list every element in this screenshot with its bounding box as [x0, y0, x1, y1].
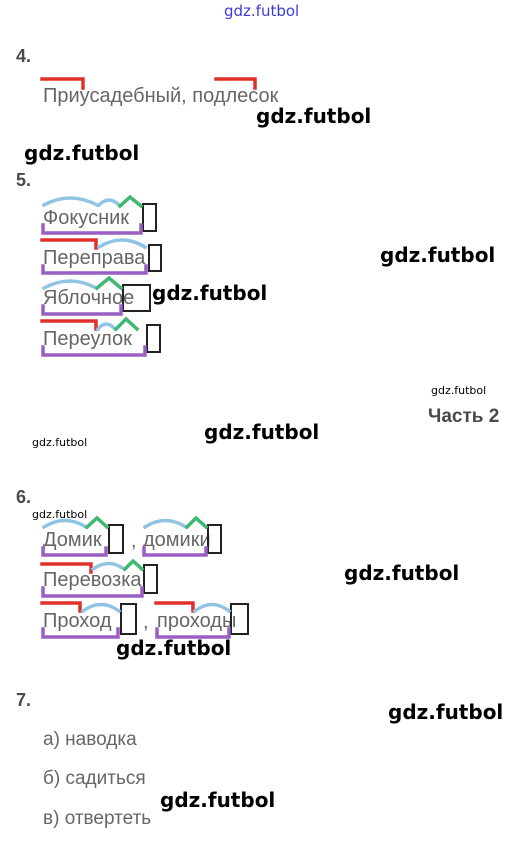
- watermark: gdz.futbol: [24, 141, 140, 165]
- task-6-word-domiki: домики: [143, 529, 211, 551]
- suffix-mark: [122, 558, 145, 572]
- task-5-word-2: Переправа: [43, 247, 146, 269]
- suffix-mark: [184, 515, 209, 530]
- task-4-number: 4.: [16, 46, 32, 66]
- task-6-word-prohody: проходы: [157, 610, 237, 632]
- task-7-number: 7.: [16, 690, 32, 710]
- root-mark: [41, 196, 100, 208]
- ending-box: [108, 524, 124, 554]
- task-6-word-prohod: Проход: [43, 610, 112, 632]
- task-6-number: 6.: [16, 487, 32, 507]
- task-5-word-4: Переулок: [43, 328, 132, 350]
- watermark: gdz.futbol: [388, 700, 504, 724]
- part-label: Часть 2: [428, 406, 500, 427]
- root-mark: [142, 518, 189, 530]
- watermark-small: gdz.futbol: [431, 384, 487, 397]
- ending-box: [148, 244, 162, 272]
- root-mark: [96, 238, 148, 250]
- suffix-mark: [84, 515, 110, 530]
- ending-box: [230, 603, 249, 635]
- root-mark: [96, 198, 122, 208]
- watermark: gdz.futbol: [160, 788, 276, 812]
- task-5-word-3: Яблочное: [43, 287, 135, 309]
- watermark: gdz.futbol: [344, 561, 460, 585]
- task-7-option-a: а) наводка: [43, 729, 137, 750]
- watermark-small: gdz.futbol: [32, 508, 88, 521]
- task-6-word-domik: Домик: [43, 529, 102, 551]
- watermark: gdz.futbol: [380, 243, 496, 267]
- ending-box: [122, 284, 151, 312]
- watermark-top: gdz.futbol: [224, 2, 300, 20]
- task-7-option-v: в) отвертеть: [43, 808, 152, 829]
- root-mark: [41, 518, 89, 530]
- watermark: gdz.futbol: [204, 420, 320, 444]
- watermark: gdz.futbol: [152, 281, 268, 305]
- ending-box: [143, 564, 158, 594]
- ending-box: [142, 203, 157, 232]
- task-6-word-perevozka: Перевозка: [43, 569, 142, 591]
- ending-box: [146, 324, 161, 353]
- watermark-small: gdz.futbol: [32, 436, 88, 449]
- task-4-text: Приусадебный, подлесок: [43, 85, 279, 107]
- task-7-option-b: б) садиться: [43, 768, 146, 789]
- task-5-word-1: Фокусник: [43, 207, 130, 229]
- task-6-comma-1: ,: [131, 530, 137, 552]
- task-6-comma-2: ,: [143, 611, 149, 633]
- watermark: gdz.futbol: [256, 104, 372, 128]
- watermark: gdz.futbol: [116, 636, 232, 660]
- ending-box: [120, 603, 137, 635]
- task-5-number: 5.: [16, 170, 32, 190]
- ending-box: [207, 524, 222, 554]
- suffix-mark: [117, 194, 144, 209]
